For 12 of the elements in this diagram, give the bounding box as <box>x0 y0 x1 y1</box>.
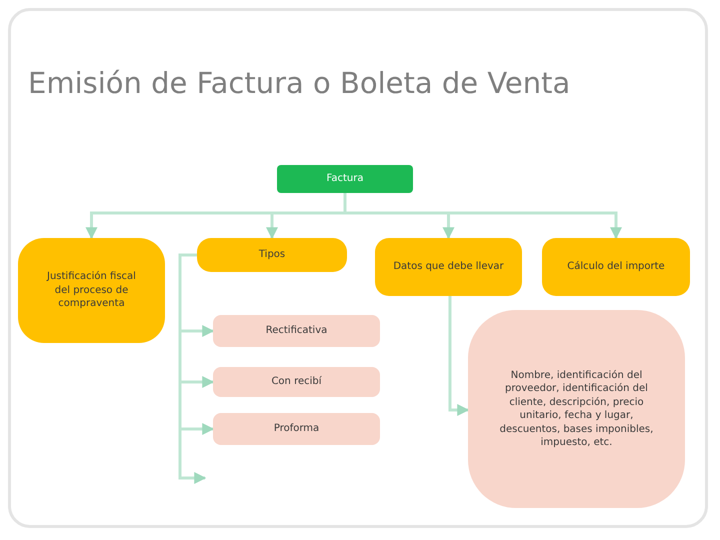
connector-arrow <box>344 193 622 240</box>
category-box: Datos que debe llevar <box>375 238 522 296</box>
item-box: Rectificativa <box>213 315 380 347</box>
item-box: Proforma <box>213 413 380 445</box>
item-box: Con recibí <box>213 367 380 397</box>
category-box: Justificación fiscal del proceso de compraventa <box>18 238 165 343</box>
category-box: Tipos <box>197 238 347 272</box>
title: Emisión de Factura o Boleta de Venta <box>28 66 570 100</box>
category-box: Cálculo del importe <box>542 238 690 296</box>
connector-arrow <box>448 296 470 416</box>
item-box: Nombre, identificación del proveedor, identificación del cliente, descripción, precio unitario, fecha y lugar, descuentos, bases imponibles, impuesto, etc. <box>468 310 685 508</box>
root-box: Factura <box>277 165 413 193</box>
